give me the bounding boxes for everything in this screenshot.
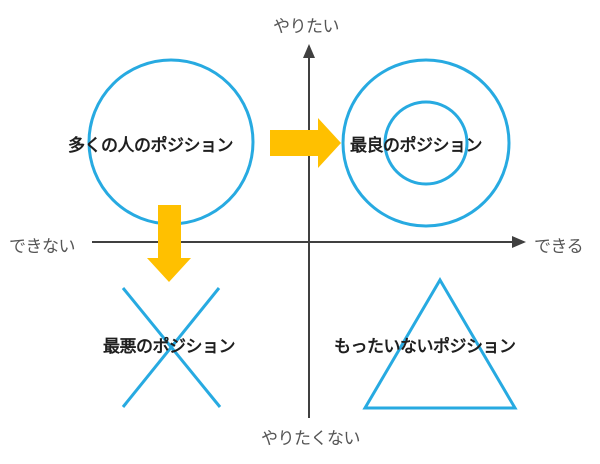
worst-position-x-cross: [121, 287, 222, 408]
arrow-down-icon: [147, 205, 191, 282]
axis-label-left: できない: [9, 237, 76, 257]
axis-label-bottom: やりたくない: [261, 429, 361, 449]
axis-label-right: できる: [534, 237, 584, 257]
arrow-right-icon: [270, 118, 341, 168]
label-wasted-position: もったいないポジション: [334, 337, 516, 357]
axis-label-top: やりたい: [273, 17, 340, 37]
best-position-outer-circle: [341, 58, 511, 228]
best-position-inner-circle: [383, 100, 469, 186]
label-best-position: 最良のポジション: [350, 136, 483, 156]
wasted-position-triangle: [362, 277, 518, 410]
label-worst-position: 最悪のポジション: [103, 337, 236, 357]
label-common-position: 多くの人のポジション: [68, 136, 234, 156]
